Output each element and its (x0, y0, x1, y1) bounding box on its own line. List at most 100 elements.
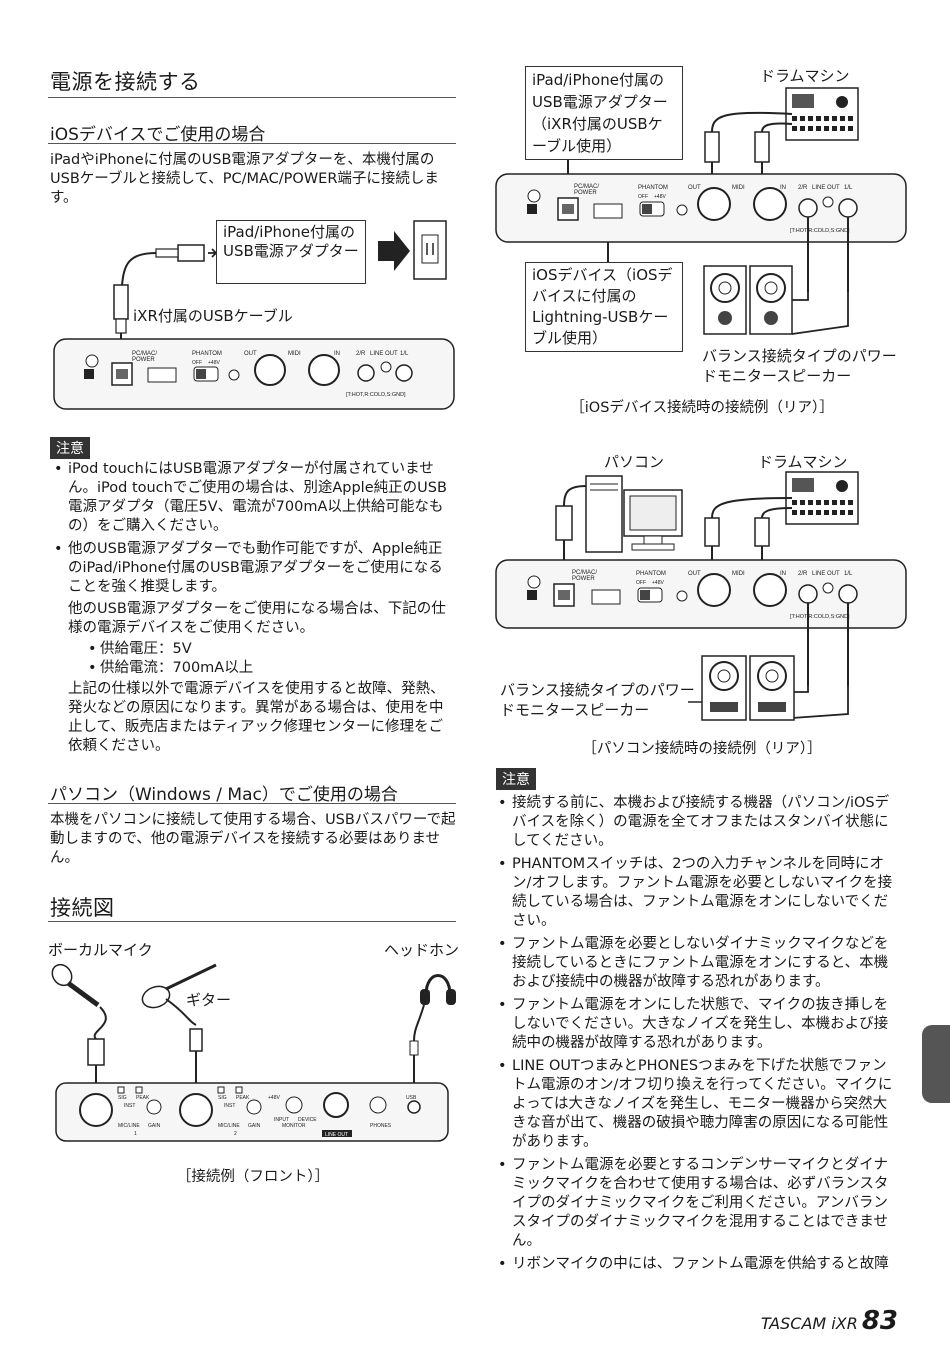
caution-label-right: 注意 (496, 768, 536, 790)
rear-in-label: IN (334, 351, 340, 357)
caution-item: PHANTOMスイッチは、2つの入力チャンネルを同時にオン/オフします。ファント… (498, 855, 900, 931)
page-number: 83 (861, 1306, 898, 1336)
front-peak-label: PEAK (236, 1095, 250, 1101)
rear-out-label: OUT (688, 571, 701, 577)
drum-machine-label-2: ドラムマシン (758, 453, 848, 471)
rear-legend: [T:HOT,R:COLD,S:GND] (790, 614, 850, 620)
caution-list-left: iPod touchにはUSB電源アダプターが付属されていません。iPod to… (54, 460, 456, 760)
front-inst-label: INST (124, 1103, 135, 1109)
section-rule (48, 97, 456, 98)
diagram-ios-power: PC/MAC/ POWER PHANTOM OFF +48V OUT MIDI … (53, 220, 455, 410)
adapter-label-box: iPad/iPhone付属のUSB電源アダプター (216, 220, 366, 284)
pc-label: パソコン (604, 453, 665, 471)
heading-ios: iOSデバイスでご使用の場合 (50, 125, 266, 145)
spec-item: 供給電流：700mA以上 (88, 659, 456, 678)
front-sig-label: SIG (118, 1095, 127, 1101)
caution-label-left: 注意 (50, 437, 90, 459)
heading-rule (48, 803, 456, 804)
caution-continuation: 上記の仕様以外で電源デバイスを使用すると故障、発熱、発火などの原因になります。異… (68, 681, 445, 754)
front-gain-label: GAIN (248, 1123, 261, 1129)
rear-48v-label: +48V (208, 360, 220, 366)
front-usb-label: USB (406, 1095, 417, 1101)
heading-rule (48, 143, 456, 144)
front-inst-label: INST (224, 1103, 235, 1109)
caution-list-right: 接続する前に、本機および接続する機器（パソコン/iOSデバイスを除く）の電源を全… (498, 794, 900, 1278)
rear-pc-caption: ［パソコン接続時の接続例（リア）］ (582, 741, 822, 757)
chapter-tab (922, 1025, 950, 1103)
guitar-label: ギター (186, 991, 232, 1009)
rear-lineout-label: LINE OUT (812, 571, 840, 577)
caution-continuation: 他のUSB電源アダプターをご使用になる場合は、下記の仕様の電源デバイスをご使用く… (68, 601, 446, 636)
rear-2r-label: 2/R (798, 571, 808, 577)
rear-1l-label: 1/L (400, 351, 409, 357)
caution-item: LINE OUTつまみとPHONESつまみを下げた状態でファントム電源のオン/オ… (498, 1057, 900, 1152)
rear-power-label: POWER (132, 357, 155, 363)
rear-in-label: IN (780, 185, 786, 191)
front-48v-label: +48V (268, 1095, 280, 1101)
rear-midi-label: MIDI (288, 351, 301, 357)
rear-legend: [T:HOT,R:COLD,S:GND] (790, 228, 850, 234)
rear-power-label: POWER (574, 190, 597, 196)
front-monitor-label: MONITOR (282, 1123, 306, 1129)
front-device-label: DEVICE (298, 1117, 317, 1123)
rear-out-label: OUT (244, 351, 257, 357)
headphones-label: ヘッドホン (384, 941, 460, 959)
ios-device-box: iOSデバイス（iOSデバイスに付属のLightning-USBケーブル使用） (525, 262, 683, 352)
rear-ios-caption: ［iOSデバイス接続時の接続例（リア）］ (570, 400, 834, 416)
rear-phantom-label: PHANTOM (636, 571, 666, 577)
rear-off-label: OFF (192, 360, 202, 366)
rear-48v-label: +48V (654, 194, 666, 200)
pc-text: 本機をパソコンに接続して使用する場合、USBバスパワーで起動しますので、他の電源… (50, 812, 456, 866)
front-phones-label: PHONES (370, 1123, 392, 1129)
rear-pcmac-label: PC/MAC/ (132, 351, 157, 357)
rear-lineout-label: LINE OUT (370, 351, 398, 357)
rear-phantom-label: PHANTOM (192, 351, 222, 357)
rear-adapter-box: iPad/iPhone付属のUSB電源アダプター（iXR付属のUSBケーブル使用… (525, 66, 683, 160)
caution-item: リボンマイクの中には、ファントム電源を供給すると故障 (498, 1255, 900, 1274)
diagram-front: SIG PEAK INST MIC/LINE GAIN 1 SIG PEAK I… (51, 963, 456, 1142)
rear-2r-label: 2/R (798, 185, 808, 191)
speakers-label-2: バランス接続タイプのパワードモニタースピーカー (500, 681, 695, 719)
front-micline-label: MIC/LINE (218, 1123, 240, 1129)
front-gain-label: GAIN (148, 1123, 161, 1129)
rear-off-label: OFF (638, 194, 648, 200)
rear-pcmac-label: PC/MAC/ (574, 184, 599, 190)
rear-legend: [T:HOT,R:COLD,S:GND] (346, 392, 406, 398)
front-micline-label: MIC/LINE (118, 1123, 140, 1129)
front-ch2-label: 2 (234, 1131, 237, 1137)
rear-off-label: OFF (636, 580, 646, 586)
rear-midi-label: MIDI (732, 185, 745, 191)
rear-lineout-label: LINE OUT (812, 185, 840, 191)
front-peak-label: PEAK (136, 1095, 150, 1101)
caution-item: 他のUSB電源アダプターでも動作可能ですが、Apple純正のiPad/iPhon… (54, 540, 456, 756)
front-lineout-label: LINE OUT (325, 1132, 348, 1138)
rear-1l-label: 1/L (844, 185, 853, 191)
ios-text: iPadやiPhoneに付属のUSB電源アダプターを、本機付属のUSBケーブルと… (50, 152, 439, 206)
rear-phantom-label: PHANTOM (638, 185, 668, 191)
rear-48v-label: +48V (652, 580, 664, 586)
rear-midi-label: MIDI (732, 571, 745, 577)
drum-machine-label: ドラムマシン (760, 67, 850, 85)
rear-2r-label: 2/R (356, 351, 366, 357)
rear-out-label: OUT (688, 185, 701, 191)
caution-item: ファントム電源を必要とするコンデンサーマイクとダイナミックマイクを合わせて使用す… (498, 1156, 900, 1251)
section-rule (48, 921, 456, 922)
heading-pc: パソコン（Windows / Mac）でご使用の場合 (50, 785, 398, 805)
caution-item: ファントム電源をオンにした状態で、マイクの抜き挿しをしないでください。大きなノイ… (498, 996, 900, 1053)
rear-power-label: POWER (572, 576, 595, 582)
rear-in-label: IN (780, 571, 786, 577)
caution-item: ファントム電源を必要としないダイナミックマイクなどを接続しているときにファントム… (498, 935, 900, 992)
section-title-power: 電源を接続する (50, 70, 201, 94)
speakers-label: バランス接続タイプのパワードモニタースピーカー (702, 347, 897, 385)
spec-item: 供給電圧：5V (88, 640, 456, 659)
front-input-label: INPUT (274, 1117, 289, 1123)
front-ch1-label: 1 (134, 1131, 137, 1137)
vocal-mic-label: ボーカルマイク (48, 941, 153, 959)
front-sig-label: SIG (218, 1095, 227, 1101)
rear-pcmac-label: PC/MAC/ (572, 570, 597, 576)
section-title-connection: 接続図 (50, 896, 115, 920)
caution-item: 接続する前に、本機および接続する機器（パソコン/iOSデバイスを除く）の電源を全… (498, 794, 900, 851)
usb-cable-label: iXR付属のUSBケーブル (133, 307, 293, 325)
diagram-rear-pc: PC/MAC/ POWER PHANTOM OFF +48V OUT MIDI … (495, 471, 907, 721)
